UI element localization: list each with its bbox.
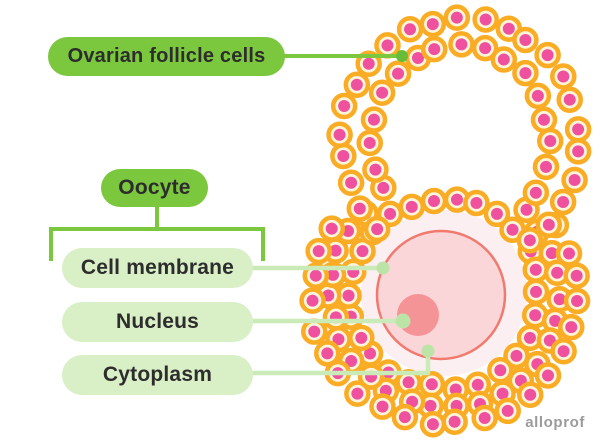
bracket-group — [49, 207, 265, 261]
label-ovarian-follicle-cells: Ovarian follicle cells — [48, 37, 285, 76]
ovum-group — [361, 210, 527, 376]
label-nucleus: Nucleus — [62, 302, 253, 342]
leader-lines-group — [250, 50, 435, 376]
label-cell-membrane: Cell membrane — [62, 248, 253, 288]
label-cytoplasm: Cytoplasm — [62, 355, 253, 395]
label-oocyte: Oocyte — [101, 169, 208, 207]
follicle-cells-group — [299, 4, 592, 438]
alloprof-watermark: alloprof — [525, 414, 585, 431]
